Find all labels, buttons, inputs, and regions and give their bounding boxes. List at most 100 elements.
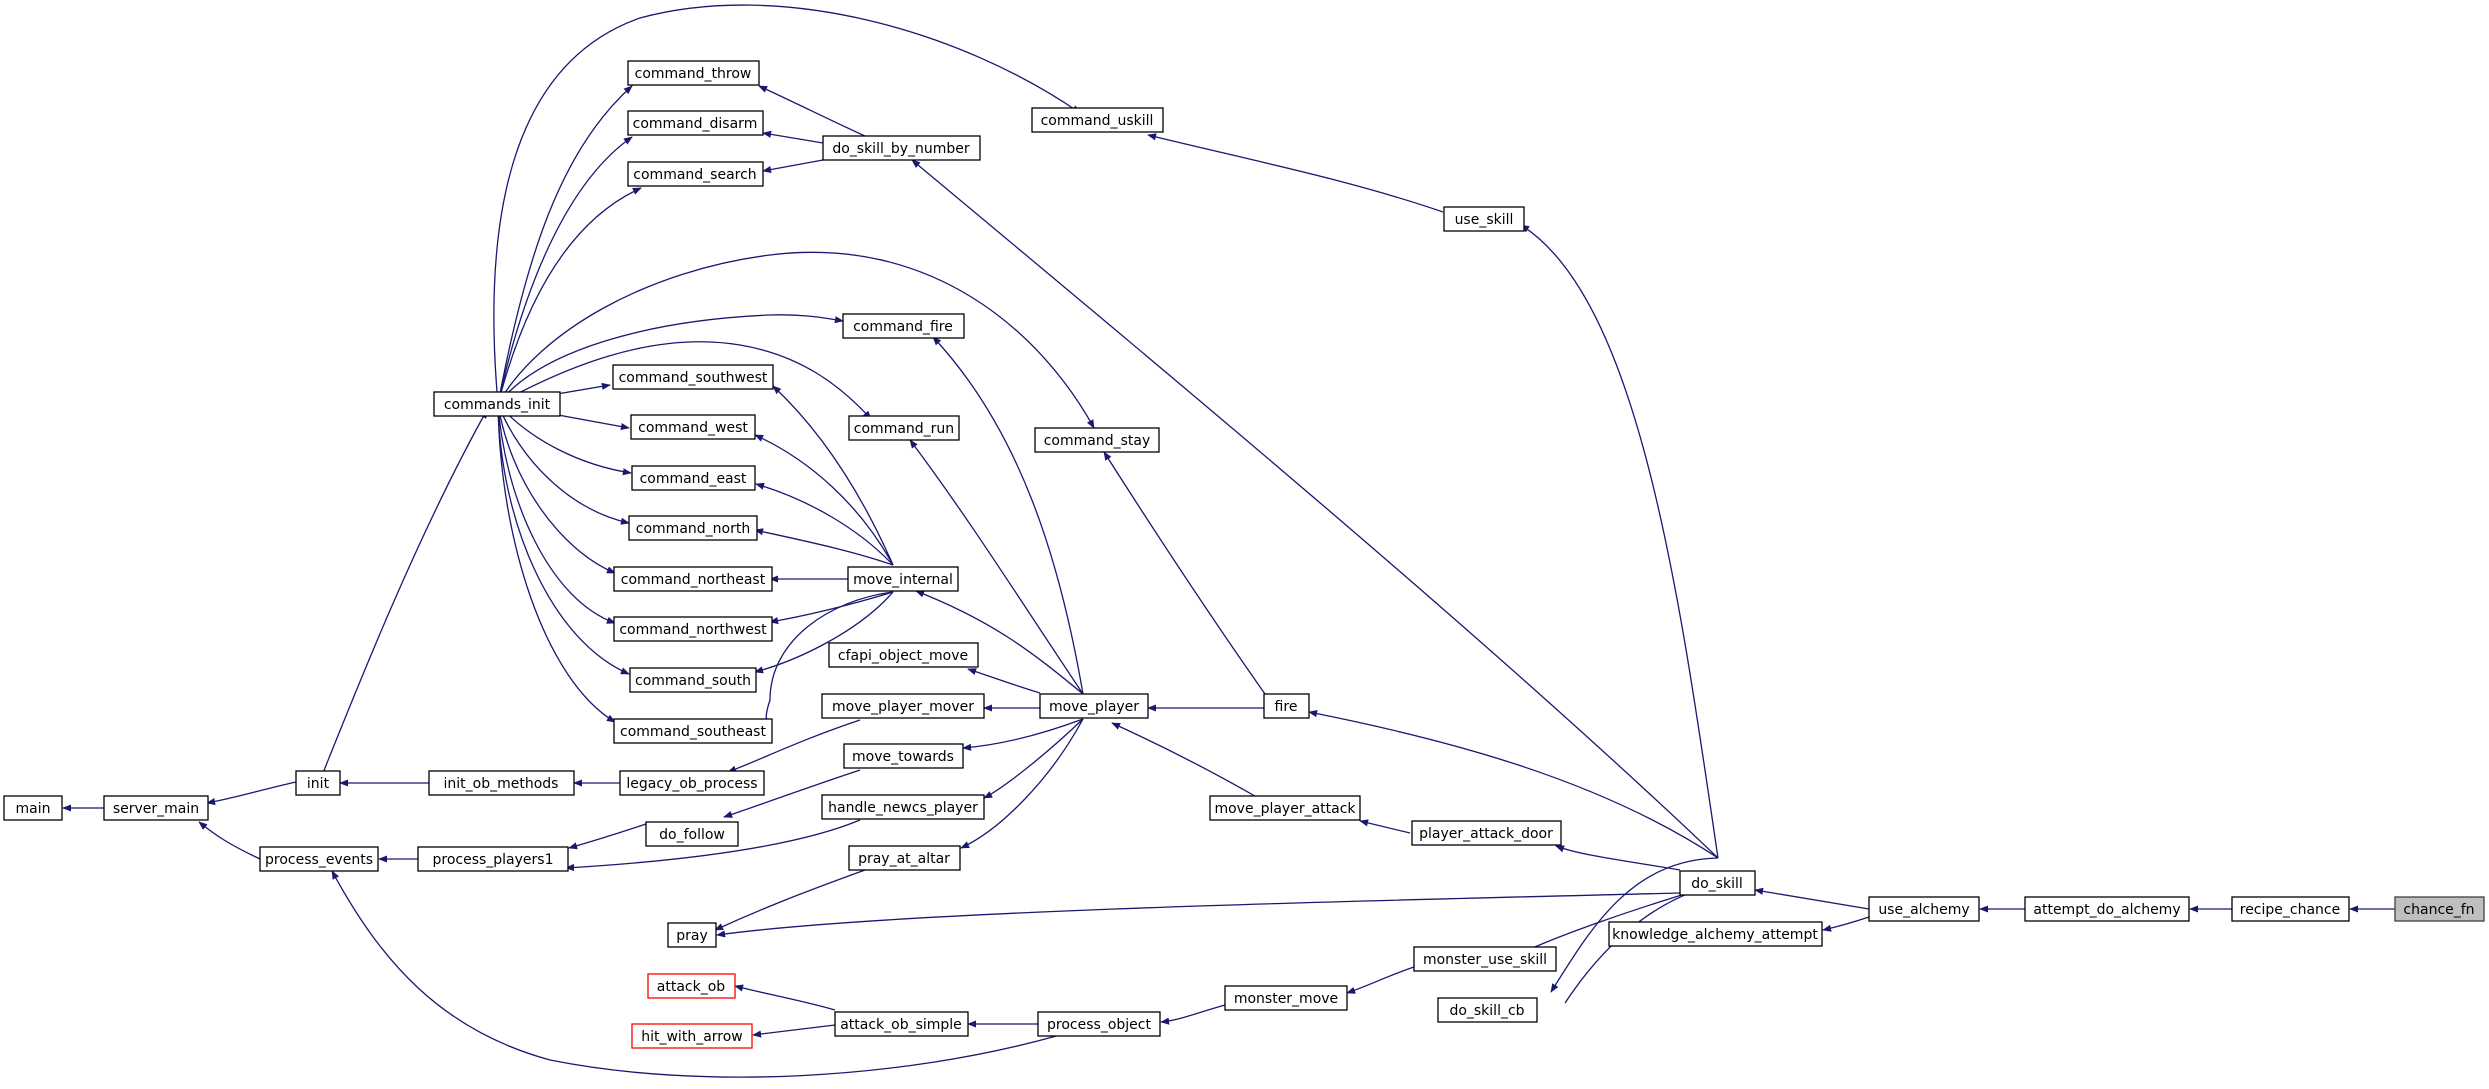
node-command_disarm[interactable]: command_disarm — [627, 110, 764, 136]
node-command_southwest[interactable]: command_southwest — [612, 364, 774, 390]
node-legacy_ob_process[interactable]: legacy_ob_process — [619, 770, 765, 796]
node-label: command_west — [638, 420, 748, 436]
edge-move_player-cfapi_object_move — [967, 668, 1041, 694]
node-command_west[interactable]: command_west — [630, 414, 756, 440]
node-process_players1[interactable]: process_players1 — [417, 846, 569, 872]
node-label: hit_with_arrow — [641, 1029, 743, 1045]
node-label: monster_use_skill — [1423, 952, 1547, 968]
node-label: legacy_ob_process — [626, 776, 757, 792]
node-command_southeast[interactable]: command_southeast — [613, 718, 773, 744]
node-attack_ob[interactable]: attack_ob — [647, 973, 736, 999]
edge-move_internal-command_southeast — [761, 591, 894, 726]
node-label: move_internal — [853, 572, 953, 588]
node-label: process_object — [1047, 1017, 1151, 1033]
node-label: command_southwest — [619, 370, 768, 386]
node-move_player[interactable]: move_player — [1039, 693, 1149, 719]
node-handle_newcs_player[interactable]: handle_newcs_player — [821, 794, 985, 820]
node-command_east[interactable]: command_east — [631, 465, 756, 491]
node-commands_init[interactable]: commands_init — [433, 391, 561, 417]
node-command_northeast[interactable]: command_northeast — [613, 566, 773, 592]
node-label: command_northwest — [619, 622, 767, 638]
node-label: move_player_mover — [832, 699, 974, 715]
edge-do_skill-pray — [716, 892, 1681, 938]
node-label: command_fire — [853, 319, 953, 335]
edge-do_skill-use_skill — [1520, 224, 1719, 859]
edge-move_player_mover-legacy_ob_process — [727, 719, 861, 773]
node-monster_move[interactable]: monster_move — [1224, 985, 1348, 1011]
node-hit_with_arrow[interactable]: hit_with_arrow — [631, 1023, 753, 1049]
node-server_main[interactable]: server_main — [103, 795, 209, 821]
node-label: command_south — [635, 673, 751, 689]
node-command_stay[interactable]: command_stay — [1034, 427, 1160, 453]
edge-do_skill-fire — [1308, 710, 1719, 859]
edge-move_internal-command_west — [754, 434, 894, 566]
node-pray_at_altar[interactable]: pray_at_altar — [848, 845, 961, 871]
node-label: main — [16, 801, 51, 817]
edge-process_events-server_main — [198, 821, 261, 860]
node-main[interactable]: main — [3, 795, 63, 821]
node-move_towards[interactable]: move_towards — [843, 743, 964, 769]
edge-do_follow-process_players1 — [568, 823, 647, 850]
node-do_skill_by_number[interactable]: do_skill_by_number — [822, 135, 981, 161]
node-label: server_main — [113, 801, 199, 817]
node-command_fire[interactable]: command_fire — [842, 313, 965, 339]
edge-move_player-move_internal — [915, 590, 1084, 695]
edge-do_skill_by_number-command_disarm — [762, 130, 824, 144]
node-label: command_throw — [635, 66, 752, 82]
node-label: use_alchemy — [1878, 902, 1969, 918]
node-command_south[interactable]: command_south — [629, 667, 757, 693]
node-process_events[interactable]: process_events — [259, 846, 379, 872]
node-attempt_do_alchemy[interactable]: attempt_do_alchemy — [2024, 896, 2190, 922]
edge-move_internal-command_east — [755, 482, 894, 566]
node-label: commands_init — [444, 397, 551, 413]
node-command_uskill[interactable]: command_uskill — [1031, 107, 1164, 133]
edge-command_disarm-commands_init — [497, 136, 633, 405]
edge-command_northeast-commands_init — [497, 403, 616, 574]
node-monster_use_skill[interactable]: monster_use_skill — [1413, 946, 1557, 972]
node-label: process_players1 — [432, 852, 553, 868]
node-process_object[interactable]: process_object — [1037, 1011, 1161, 1037]
node-cfapi_object_move[interactable]: cfapi_object_move — [828, 642, 979, 668]
node-init_ob_methods[interactable]: init_ob_methods — [428, 770, 575, 796]
node-label: do_skill — [1691, 876, 1743, 892]
node-label: handle_newcs_player — [828, 800, 978, 816]
node-init[interactable]: init — [295, 770, 341, 796]
node-command_north[interactable]: command_north — [628, 515, 758, 541]
edge-command_south-commands_init — [497, 403, 630, 675]
edge-command_search-commands_init — [497, 187, 642, 405]
node-label: attempt_do_alchemy — [2033, 902, 2180, 918]
node-move_internal[interactable]: move_internal — [847, 566, 959, 592]
node-pray[interactable]: pray — [667, 922, 717, 948]
edge-move_player_attack-move_player — [1111, 722, 1261, 800]
node-label: command_stay — [1044, 433, 1151, 449]
node-use_alchemy[interactable]: use_alchemy — [1868, 896, 1980, 922]
node-command_northwest[interactable]: command_northwest — [613, 616, 773, 642]
node-command_throw[interactable]: command_throw — [627, 60, 760, 86]
node-label: process_events — [265, 852, 373, 868]
node-move_player_attack[interactable]: move_player_attack — [1209, 795, 1361, 821]
node-recipe_chance[interactable]: recipe_chance — [2231, 896, 2350, 922]
node-fire[interactable]: fire — [1263, 693, 1310, 719]
edge-move_player-pray_at_altar — [960, 718, 1084, 849]
edge-command_run-commands_init — [497, 341, 872, 420]
node-use_skill[interactable]: use_skill — [1443, 206, 1525, 232]
node-command_search[interactable]: command_search — [627, 161, 764, 187]
node-label: command_run — [854, 421, 954, 437]
node-label: pray — [676, 928, 708, 944]
node-label: command_search — [633, 167, 756, 183]
edge-pray_at_altar-pray — [714, 869, 866, 931]
node-command_run[interactable]: command_run — [848, 415, 960, 441]
edge-monster_move-process_object — [1160, 1004, 1226, 1025]
node-player_attack_door[interactable]: player_attack_door — [1411, 820, 1562, 846]
node-knowledge_alchemy_attempt[interactable]: knowledge_alchemy_attempt — [1608, 921, 1823, 947]
edge-do_skill_by_number-command_search — [762, 159, 824, 174]
node-attack_ob_simple[interactable]: attack_ob_simple — [834, 1011, 969, 1037]
node-move_player_mover[interactable]: move_player_mover — [821, 693, 985, 719]
edges — [62, 4, 2395, 1078]
nodes: main server_main init process_events com… — [3, 60, 2485, 1049]
node-do_skill_cb[interactable]: do_skill_cb — [1437, 997, 1538, 1023]
edge-monster_use_skill-monster_move — [1346, 966, 1415, 994]
node-do_skill[interactable]: do_skill — [1679, 870, 1756, 896]
node-do_follow[interactable]: do_follow — [645, 821, 739, 847]
